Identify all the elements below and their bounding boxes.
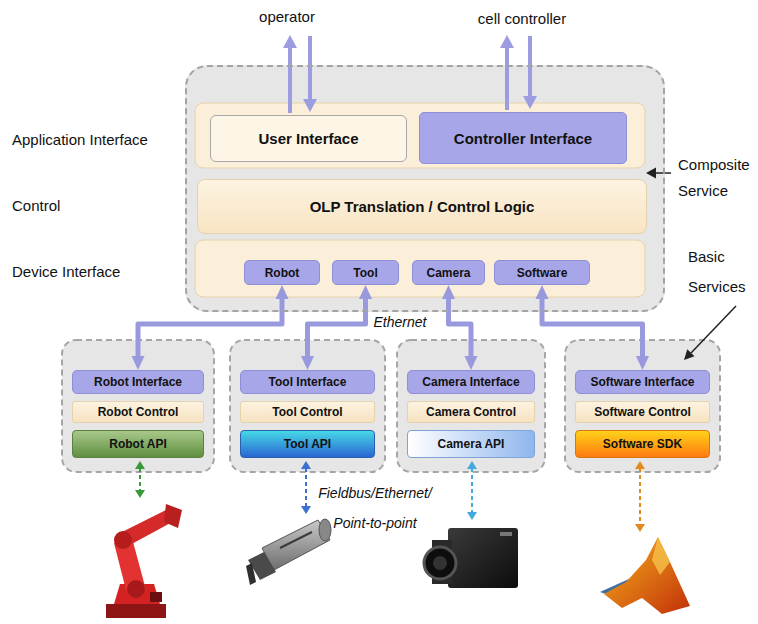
logic-band: OLP Translation / Control Logic [197, 179, 647, 234]
box-label: Camera Interface [422, 375, 519, 389]
device-box: Camera [412, 260, 485, 285]
api-box: Camera API [407, 430, 535, 458]
control-band: Camera Control [407, 401, 535, 423]
control-band: Tool Control [240, 401, 375, 423]
box-label: Robot Control [98, 405, 179, 419]
service-box [62, 340, 214, 472]
interface-box: User Interface [210, 115, 407, 162]
control-band: Robot Control [72, 401, 204, 423]
gripper-illustration [246, 519, 331, 585]
api-box: Tool API [240, 430, 375, 458]
box-label: User Interface [258, 130, 358, 147]
device-band [195, 240, 645, 297]
control-band: Software Control [575, 401, 710, 423]
service-box [230, 340, 385, 472]
actor-label: cell controller [452, 10, 592, 27]
interface-box: Controller Interface [419, 112, 627, 164]
layer-label: Application Interface [12, 131, 148, 148]
group-callout: Basic Services [688, 242, 754, 302]
api-box: Software SDK [575, 430, 710, 458]
composite-service: Composite ServiceUser InterfaceControlle… [185, 65, 665, 312]
api-box: Robot API [72, 430, 204, 458]
device-box: Tool [332, 260, 399, 285]
service-box [565, 340, 720, 472]
ethernet-connector [542, 299, 643, 356]
box-label: Software SDK [603, 437, 682, 451]
ethernet-connector [449, 299, 472, 356]
interface-box: Camera Interface [407, 370, 535, 394]
ethernet-connector [308, 299, 366, 356]
network-label: Ethernet [365, 314, 435, 330]
box-label: Software [517, 266, 568, 280]
layer-label: Control [12, 197, 60, 214]
interface-box: Robot Interface [72, 370, 204, 394]
box-label: Software Interface [590, 375, 694, 389]
box-label: Robot API [109, 437, 167, 451]
box-label: Tool API [284, 437, 331, 451]
box-label: Camera [426, 266, 470, 280]
service-box [397, 340, 545, 472]
interface-box: Software Interface [575, 370, 710, 394]
box-label: Camera Control [426, 405, 516, 419]
device-box: Software [494, 260, 590, 285]
box-label: Robot [265, 266, 300, 280]
camera-illustration [424, 528, 518, 588]
actor-label: operator [237, 8, 337, 25]
box-label: Software Control [594, 405, 691, 419]
ethernet-connector [138, 299, 282, 356]
box-label: OLP Translation / Control Logic [310, 198, 535, 215]
network-label: Fieldbus/Ethernet/ Point-to-point [300, 478, 450, 538]
interface-box: Tool Interface [240, 370, 375, 394]
box-label: Robot Interface [94, 375, 182, 389]
composite-fill [185, 65, 665, 312]
layer-label: Device Interface [12, 263, 120, 280]
device-box: Robot [244, 260, 320, 285]
group-heading: Composite Service [678, 152, 758, 204]
io-arrows [283, 35, 537, 113]
box-label: Tool Interface [269, 375, 347, 389]
box-label: Controller Interface [454, 130, 592, 147]
software-logo [600, 537, 690, 614]
application-band [195, 103, 645, 168]
robot-illustration [106, 504, 182, 618]
box-label: Camera API [438, 437, 505, 451]
box-label: Tool Control [272, 405, 342, 419]
box-label: Tool [353, 266, 377, 280]
